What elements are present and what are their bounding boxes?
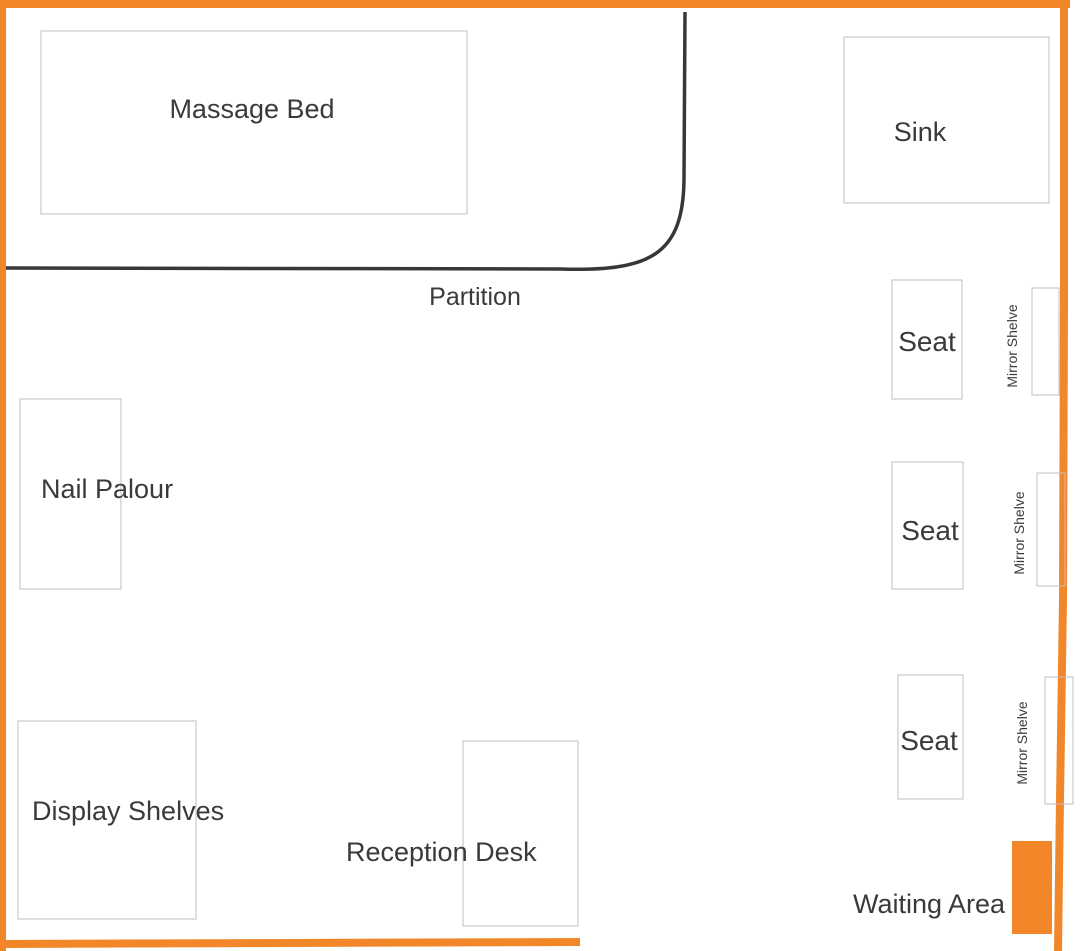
seat-2-label: Seat (901, 515, 959, 546)
wall-bottom (0, 938, 581, 948)
seat-1 (891, 279, 963, 400)
nail-palour (19, 398, 122, 590)
mirror-shelve-2-label: Mirror Shelve (1011, 491, 1027, 574)
mirror-shelve-3-label: Mirror Shelve (1014, 701, 1030, 784)
partition-wall (5, 11, 687, 272)
massage-bed (40, 30, 468, 215)
waiting-area-label: Waiting Area (853, 889, 1006, 919)
massage-bed-label: Massage Bed (169, 94, 334, 124)
wall-right (1054, 0, 1068, 951)
waiting-area-block (1012, 841, 1052, 934)
mirror-shelve-1-label: Mirror Shelve (1004, 304, 1020, 387)
display-shelves (17, 720, 197, 920)
sink-label: Sink (894, 117, 947, 147)
seat-3-label: Seat (900, 725, 958, 756)
nail-palour-label: Nail Palour (41, 474, 173, 504)
seat-3 (897, 674, 964, 800)
mirror-shelve-2 (1036, 472, 1066, 587)
partition-label: Partition (429, 283, 521, 311)
mirror-shelve-3 (1044, 676, 1074, 805)
mirror-shelve-1 (1031, 287, 1060, 396)
furniture (17, 30, 1074, 927)
reception-desk (462, 740, 579, 927)
display-shelves-label: Display Shelves (32, 796, 224, 826)
sink (843, 36, 1050, 204)
seat-2 (891, 461, 964, 590)
seat-1-label: Seat (898, 326, 956, 357)
reception-desk-label: Reception Desk (346, 837, 537, 867)
